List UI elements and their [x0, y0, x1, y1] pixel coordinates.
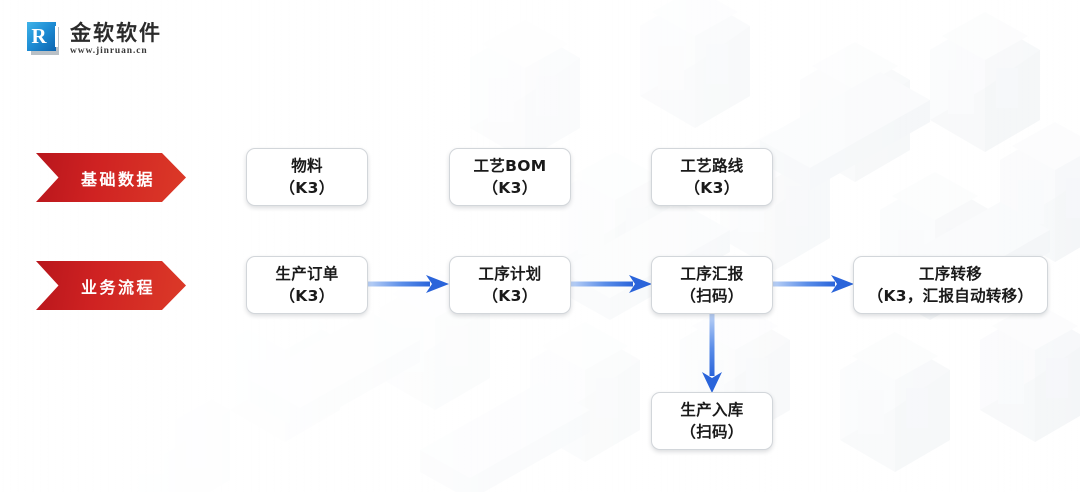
jinruan-r-logo-icon: R: [27, 22, 61, 56]
node-material[interactable]: 物料 （K3）: [246, 148, 368, 206]
node-operation-report-line1: 工序汇报: [680, 265, 744, 283]
node-operation-plan-line1: 工序计划: [478, 265, 542, 283]
arrow-order-to-plan-icon: [368, 273, 450, 295]
node-process-bom[interactable]: 工艺BOM （K3）: [449, 148, 571, 206]
arrow-report-to-transfer-icon: [773, 273, 855, 295]
brand-name: 金软软件: [70, 21, 162, 45]
node-operation-transfer-line2: （K3，汇报自动转移）: [867, 287, 1034, 305]
node-process-route-line2: （K3）: [684, 179, 740, 197]
node-process-bom-line2: （K3）: [482, 179, 538, 197]
node-process-route[interactable]: 工艺路线 （K3）: [651, 148, 773, 206]
row-label-business-process: 业务流程: [36, 261, 186, 310]
node-production-order-line1: 生产订单: [275, 265, 339, 283]
arrow-report-to-stock-in-icon: [700, 314, 724, 394]
row-label-basic-data: 基础数据: [36, 153, 186, 202]
node-operation-plan-line2: （K3）: [482, 287, 538, 305]
row-label-basic-data-text: 基础数据: [80, 169, 155, 189]
node-production-order[interactable]: 生产订单 （K3）: [246, 256, 368, 314]
node-operation-transfer-line1: 工序转移: [918, 265, 983, 283]
node-operation-transfer[interactable]: 工序转移 （K3，汇报自动转移）: [853, 256, 1048, 314]
brand-url: www.jinruan.cn: [70, 46, 148, 57]
node-production-stock-in-line1: 生产入库: [680, 401, 744, 419]
node-production-stock-in-line2: （扫码）: [680, 423, 744, 441]
node-process-route-line1: 工艺路线: [680, 157, 744, 175]
node-material-line1: 物料: [291, 157, 323, 175]
arrow-plan-to-report-icon: [571, 273, 653, 295]
node-operation-plan[interactable]: 工序计划 （K3）: [449, 256, 571, 314]
node-production-order-line2: （K3）: [279, 287, 335, 305]
row-label-business-process-text: 业务流程: [80, 277, 155, 297]
node-production-stock-in[interactable]: 生产入库 （扫码）: [651, 392, 773, 450]
node-material-line2: （K3）: [279, 179, 335, 197]
brand-logo: R 金软软件 www.jinruan.cn: [27, 22, 162, 56]
node-process-bom-line1: 工艺BOM: [473, 157, 547, 175]
node-operation-report[interactable]: 工序汇报 （扫码）: [651, 256, 773, 314]
node-operation-report-line2: （扫码）: [680, 287, 744, 305]
